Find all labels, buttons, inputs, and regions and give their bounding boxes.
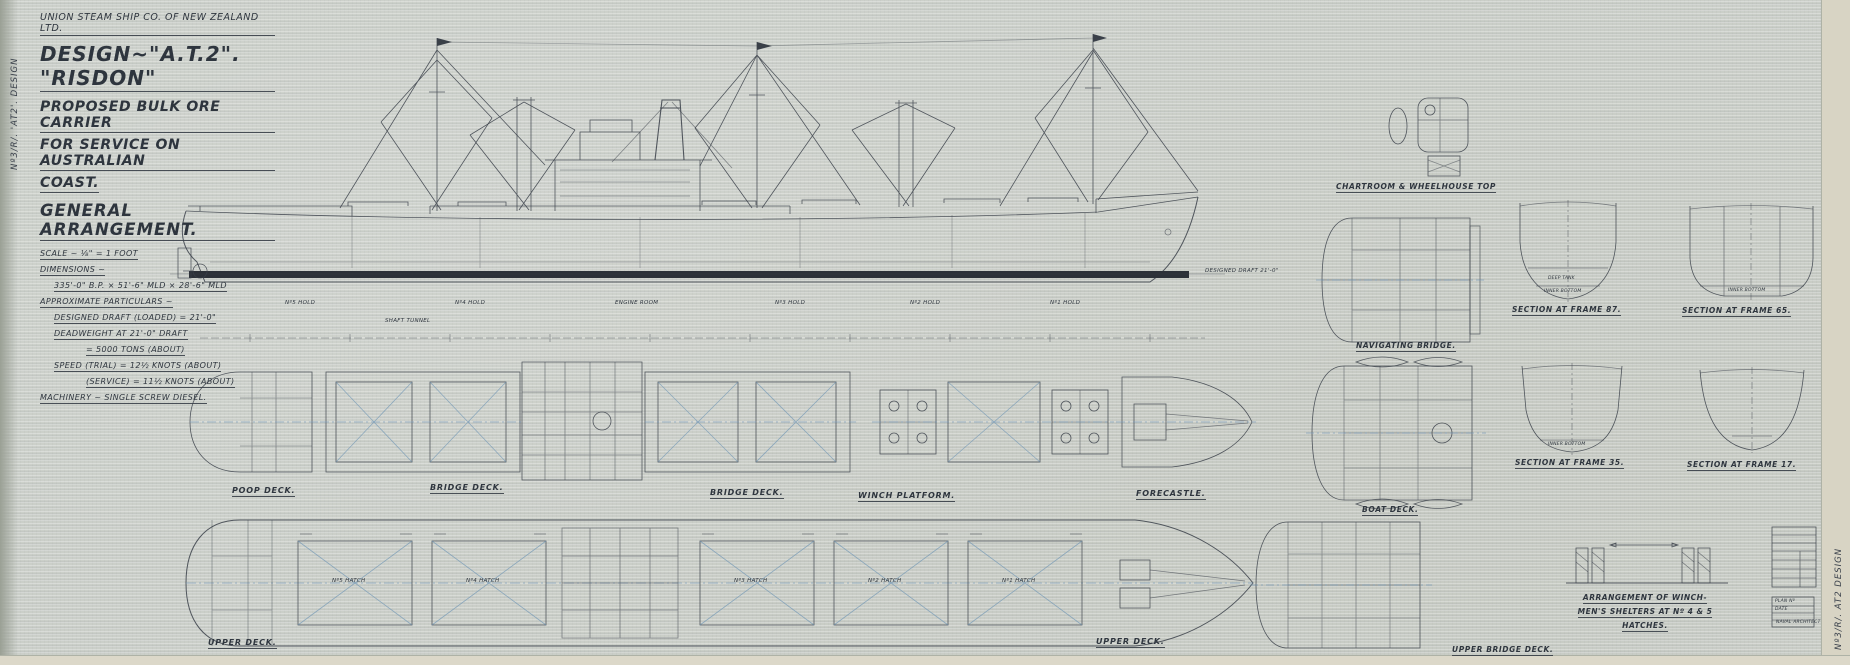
particular-speed-trial: SPEED (TRIAL) = 12½ KNOTS (ABOUT) <box>54 361 222 372</box>
hold-4-label: Nº4 HOLD <box>455 300 486 306</box>
particulars-label: APPROXIMATE PARTICULARS ~ <box>40 297 173 308</box>
inner-bottom-note-3: INNER BOTTOM <box>1548 442 1586 447</box>
hatch-4-label: Nº4 HATCH <box>466 578 500 584</box>
navigating-bridge-label: NAVIGATING BRIDGE. <box>1356 341 1456 352</box>
machinery-note: MACHINERY ~ SINGLE SCREW DIESEL. <box>40 393 207 404</box>
paper-edge-left <box>0 0 18 665</box>
naval-architect-label: NAVAL ARCHITECT <box>1776 620 1821 625</box>
section-frame-17-label: SECTION AT FRAME 17. <box>1687 460 1797 471</box>
subtitle-line-3: COAST. <box>40 175 100 193</box>
hold-1-label: Nº1 HOLD <box>1050 300 1081 306</box>
deck-plans-row <box>189 361 1256 481</box>
chartroom-label: CHARTROOM & WHEELHOUSE TOP <box>1336 182 1496 193</box>
profile-elevation <box>170 34 1225 342</box>
plan-no-label: PLAN Nº <box>1775 599 1795 604</box>
particular-deadweight: DEADWEIGHT AT 21'-0" DRAFT <box>54 329 188 340</box>
deep-tank-note: DEEP TANK <box>1548 276 1575 281</box>
hold-2-label: Nº2 HOLD <box>910 300 941 306</box>
bridge-deck-fwd-label: BRIDGE DECK. <box>710 488 784 499</box>
dimensions-label: DIMENSIONS ~ <box>40 265 106 276</box>
title-block: UNION STEAM SHIP CO. OF NEW ZEALAND LTD.… <box>40 12 275 409</box>
boat-deck-plan <box>1306 356 1486 510</box>
upper-bridge-deck-label: UPPER BRIDGE DECK. <box>1452 645 1554 656</box>
company-name: UNION STEAM SHIP CO. OF NEW ZEALAND LTD. <box>40 12 275 36</box>
upper-bridge-deck-plan <box>1250 521 1432 649</box>
section-frame-17 <box>1699 367 1805 453</box>
navigating-bridge-plan <box>1316 217 1486 343</box>
revision-table <box>1771 526 1817 588</box>
section-frame-35 <box>1521 363 1623 455</box>
upper-deck-left-label: UPPER DECK. <box>208 638 277 649</box>
boat-deck-label: BOAT DECK. <box>1362 505 1419 516</box>
winch-shelter-caption: ARRANGEMENT OF WINCH- MEN'S SHELTERS AT … <box>1577 593 1713 632</box>
hold-5-label: Nº5 HOLD <box>285 300 316 306</box>
section-frame-87-label: SECTION AT FRAME 87. <box>1512 305 1622 316</box>
inner-bottom-note-2: INNER BOTTOM <box>1728 288 1766 293</box>
hold-3-label: Nº3 HOLD <box>775 300 806 306</box>
hatch-2-label: Nº2 HATCH <box>868 578 902 584</box>
section-frame-65 <box>1689 203 1814 300</box>
paper-edge-right <box>1821 0 1850 665</box>
hatch-3-label: Nº3 HATCH <box>734 578 768 584</box>
section-frame-65-label: SECTION AT FRAME 65. <box>1682 306 1792 317</box>
subtitle-line-2: FOR SERVICE ON AUSTRALIAN <box>40 137 275 171</box>
section-frame-87 <box>1519 200 1617 302</box>
upper-deck-right-label: UPPER DECK. <box>1096 637 1165 648</box>
forecastle-label: FORECASTLE. <box>1136 489 1206 500</box>
paper-edge-bottom <box>0 655 1850 665</box>
winch-platform-label: WINCH PLATFORM. <box>858 491 956 502</box>
scale-note: SCALE ~ ⅛" = 1 FOOT <box>40 249 138 260</box>
engine-room-label: ENGINE ROOM <box>615 300 659 306</box>
hatch-5-label: Nº5 HATCH <box>332 578 366 584</box>
poop-deck-label: POOP DECK. <box>232 486 296 497</box>
plan-number-box <box>1771 596 1815 628</box>
subtitle-line-1: PROPOSED BULK ORE CARRIER <box>40 99 275 133</box>
upper-deck-plan <box>185 519 1254 647</box>
hatch-1-label: Nº1 HATCH <box>1002 578 1036 584</box>
design-title: DESIGN~"A.T.2". "RISDON" <box>40 42 275 92</box>
chartroom-wheelhouse-plan <box>1388 97 1469 177</box>
dimensions-value: 335'-0" B.P. × 51'-6" MLD × 28'-6" MLD <box>54 281 227 292</box>
section-frame-35-label: SECTION AT FRAME 35. <box>1515 458 1625 469</box>
bridge-deck-aft-label: BRIDGE DECK. <box>430 483 504 494</box>
sheet-heading: GENERAL ARRANGEMENT. <box>40 201 275 241</box>
draft-note: DESIGNED DRAFT 21'-0" <box>1205 268 1279 274</box>
plan-date-label: DATE <box>1775 607 1788 612</box>
shaft-tunnel-label: SHAFT TUNNEL <box>385 318 431 324</box>
winch-shelter-diagram <box>1566 542 1728 584</box>
particular-draft: DESIGNED DRAFT (LOADED) = 21'-0" <box>54 313 217 324</box>
particular-speed-service: (SERVICE) = 11½ KNOTS (ABOUT) <box>86 377 235 388</box>
inner-bottom-note-1: INNER BOTTOM <box>1544 289 1582 294</box>
particular-tons: = 5000 TONS (ABOUT) <box>86 345 185 356</box>
